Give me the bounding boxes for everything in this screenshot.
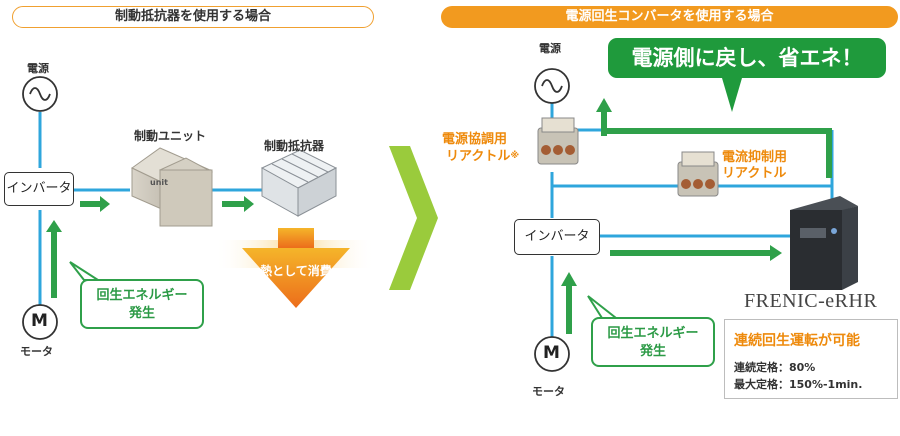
right-green-arrows (561, 98, 832, 334)
right-motor-label: モータ (532, 385, 565, 398)
brake-unit-label: 制動ユニット (134, 129, 207, 143)
brake-resistor-icon (260, 149, 338, 217)
right-regen-line1: 回生エネルギー (607, 326, 699, 341)
right-regen-callout: 回生エネルギー 発生 (591, 317, 715, 367)
heat-label: 熱として消費 (260, 264, 332, 278)
spec-box: 連続回生運転が可能 連続定格：80% 最大定格：150%-1min. (724, 319, 898, 399)
energy-saving-banner: 電源側に戻し、省エネ！ (608, 38, 886, 78)
right-panel-header: 電源回生コンバータを使用する場合 (441, 6, 898, 28)
left-motor-icon (22, 304, 58, 340)
current-reactor-icon (677, 151, 719, 197)
left-regen-line2: 発生 (128, 306, 155, 321)
right-inverter-box: インバータ (514, 219, 600, 255)
left-panel-header: 制動抵抗器を使用する場合 (12, 6, 374, 28)
left-power-source-icon (22, 76, 58, 112)
brake-unit-icon (131, 147, 214, 227)
frenic-device-icon (790, 196, 858, 290)
power-reactor-note: ※ (510, 151, 520, 161)
left-motor-letter: M (31, 311, 48, 331)
brand-label: FRENIC-eRHR (744, 290, 878, 312)
current-reactor-label-2: リアクトル (722, 166, 787, 181)
spec-line-1: 連続定格：80% (734, 361, 816, 374)
unit-text: unit (150, 178, 168, 187)
spec-title: 連続回生運転が可能 (734, 333, 860, 349)
left-motor-label: モータ (20, 345, 53, 358)
power-reactor-label-2-text: リアクトル (446, 149, 511, 164)
power-reactor-icon (537, 117, 579, 165)
banner-pointer (722, 78, 742, 112)
right-motor-letter: M (543, 343, 560, 363)
power-reactor-label-2: リアクトル※ (446, 148, 519, 165)
brake-resistor-label: 制動抵抗器 (264, 139, 325, 153)
spec-line-2: 最大定格：150%-1min. (734, 378, 863, 391)
transition-arrow-icon (389, 146, 438, 290)
right-callout-pointer (587, 295, 619, 319)
heat-arrow-icon (215, 228, 375, 308)
left-inverter-box: インバータ (4, 172, 74, 206)
right-power-source-icon (534, 68, 570, 104)
current-reactor-label-1: 電流抑制用 (722, 150, 788, 165)
left-regen-line1: 回生エネルギー (96, 288, 188, 303)
left-callout-pointer (69, 261, 102, 281)
power-reactor-label-1: 電源協調用 (442, 132, 508, 147)
right-motor-icon (534, 336, 570, 372)
left-regen-callout: 回生エネルギー 発生 (80, 279, 204, 329)
left-green-arrows (46, 196, 254, 298)
left-power-label: 電源 (27, 62, 49, 75)
right-power-label: 電源 (539, 42, 561, 55)
right-regen-line2: 発生 (639, 344, 666, 359)
